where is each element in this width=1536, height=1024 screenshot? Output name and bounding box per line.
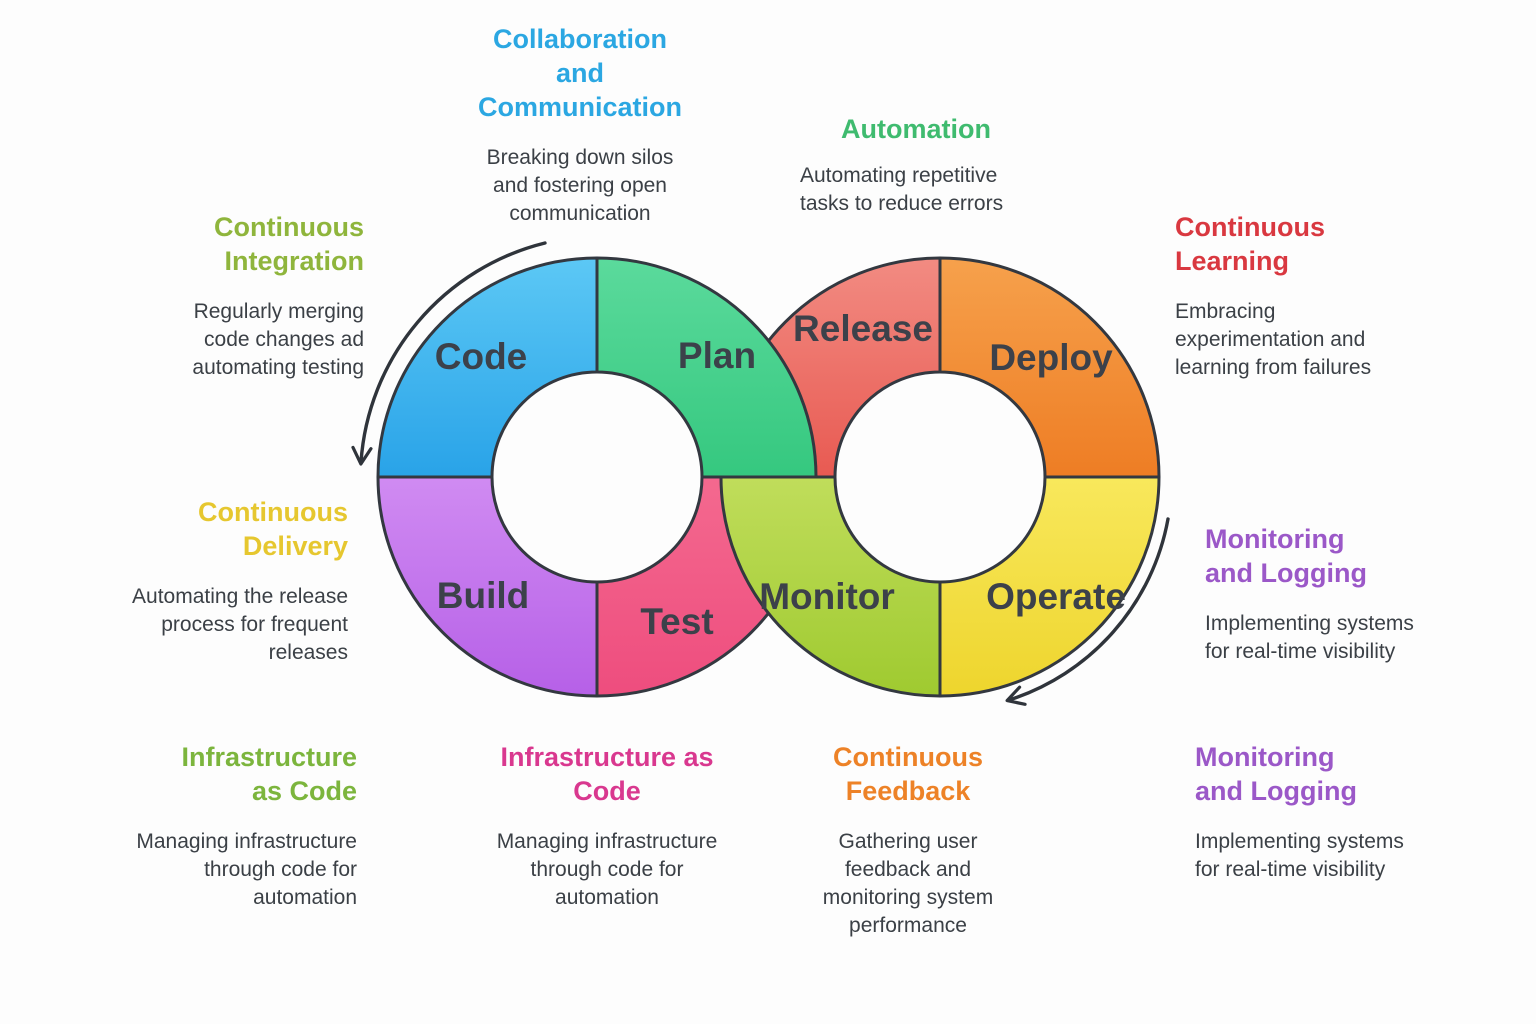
annotation-monitoring-logging-bottom-title: Monitoring and Logging <box>1195 742 1357 807</box>
annotation-infrastructure-as-code-left-desc: Managing infrastructure through code for… <box>136 830 357 910</box>
segment-build <box>376 475 599 698</box>
annotation-infrastructure-as-code-center-desc: Managing infrastructure through code for… <box>496 830 718 910</box>
annotation-collaboration: Collaboration and Communication Breaking… <box>438 22 722 228</box>
annotation-automation: Automation Automating repetitive tasks t… <box>800 112 1032 218</box>
annotation-continuous-feedback: Continuous Feedback Gathering user feedb… <box>792 740 1024 941</box>
segment-label-test: Test <box>640 601 713 642</box>
annotation-continuous-integration-title: Continuous Integration <box>214 212 364 277</box>
annotation-continuous-delivery: Continuous Delivery Automating the relea… <box>100 495 348 667</box>
annotation-infrastructure-as-code-left: Infrastructure as Code Managing infrastr… <box>95 740 357 912</box>
annotation-monitoring-logging-right-title: Monitoring and Logging <box>1205 524 1367 589</box>
segment-monitor <box>719 475 942 698</box>
segment-plan <box>595 256 818 479</box>
annotation-continuous-integration: Continuous Integration Regularly merging… <box>150 210 364 382</box>
flow-arrows <box>351 241 1170 706</box>
annotation-monitoring-logging-right: Monitoring and Logging Implementing syst… <box>1205 522 1457 666</box>
annotation-infrastructure-as-code-center: Infrastructure as Code Managing infrastr… <box>482 740 732 912</box>
annotation-continuous-feedback-desc: Gathering user feedback and monitoring s… <box>822 830 994 938</box>
segment-label-code: Code <box>435 336 528 377</box>
segment-label-build: Build <box>437 575 529 616</box>
segment-label-deploy: Deploy <box>989 337 1113 378</box>
annotation-automation-desc: Automating repetitive tasks to reduce er… <box>800 164 1004 216</box>
annotation-infrastructure-as-code-left-title: Infrastructure as Code <box>181 742 357 807</box>
segment-label-plan: Plan <box>678 335 756 376</box>
annotation-monitoring-logging-right-desc: Implementing systems for real-time visib… <box>1205 612 1414 664</box>
segment-code <box>376 256 599 479</box>
annotation-automation-title: Automation <box>841 114 991 144</box>
annotation-monitoring-logging-bottom: Monitoring and Logging Implementing syst… <box>1195 740 1447 884</box>
annotation-continuous-delivery-desc: Automating the release process for frequ… <box>132 585 348 665</box>
annotation-continuous-learning: Continuous Learning Embracing experiment… <box>1175 210 1437 382</box>
annotation-continuous-feedback-title: Continuous Feedback <box>833 742 983 807</box>
annotation-infrastructure-as-code-center-title: Infrastructure as Code <box>500 742 714 807</box>
annotation-collaboration-desc: Breaking down silos and fostering open c… <box>486 146 674 226</box>
right-flow-arrow <box>1005 517 1170 706</box>
segment-label-release: Release <box>793 308 933 349</box>
segment-operate <box>938 475 1161 698</box>
annotation-continuous-delivery-title: Continuous Delivery <box>198 497 348 562</box>
annotation-continuous-learning-desc: Embracing experimentation and learning f… <box>1175 300 1372 380</box>
left-flow-arrow <box>351 241 547 466</box>
segment-deploy <box>938 256 1161 479</box>
annotation-monitoring-logging-bottom-desc: Implementing systems for real-time visib… <box>1195 830 1404 882</box>
annotation-continuous-integration-desc: Regularly merging code changes ad automa… <box>192 300 364 380</box>
annotation-collaboration-title: Collaboration and Communication <box>477 24 682 123</box>
segment-label-operate: Operate <box>986 576 1126 617</box>
annotation-continuous-learning-title: Continuous Learning <box>1175 212 1325 277</box>
segment-label-monitor: Monitor <box>759 576 895 617</box>
